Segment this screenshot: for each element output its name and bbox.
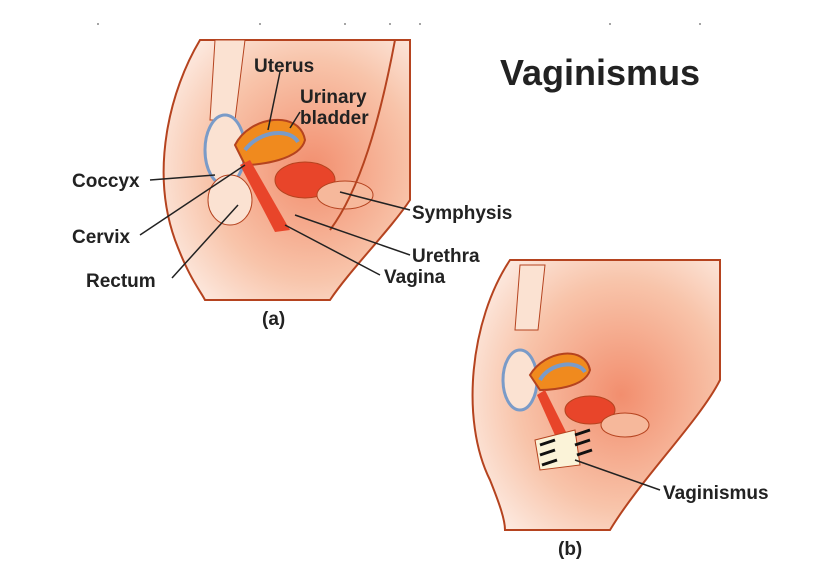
label-vaginismus: Vaginismus (663, 483, 769, 504)
label-cervix: Cervix (72, 227, 131, 248)
label-urinary-bladder-line2: bladder (300, 108, 369, 129)
label-rectum: Rectum (86, 271, 156, 292)
figure-b-drawing (471, 259, 721, 531)
contraction-arrows-icon (539, 428, 593, 467)
caption-a: (a) (262, 309, 286, 330)
caption-b: (b) (558, 539, 583, 560)
label-symphysis: Symphysis (412, 203, 513, 224)
label-vagina: Vagina (384, 267, 446, 288)
label-urethra: Urethra (412, 246, 480, 267)
figure-a-drawing (162, 39, 411, 301)
page-title: Vaginismus (500, 52, 701, 93)
label-coccyx: Coccyx (72, 171, 140, 192)
figure-a-leader-lines (139, 71, 411, 279)
label-uterus: Uterus (254, 56, 315, 77)
header-dots (97, 23, 701, 25)
label-urinary-bladder-line1: Urinary (300, 87, 367, 108)
